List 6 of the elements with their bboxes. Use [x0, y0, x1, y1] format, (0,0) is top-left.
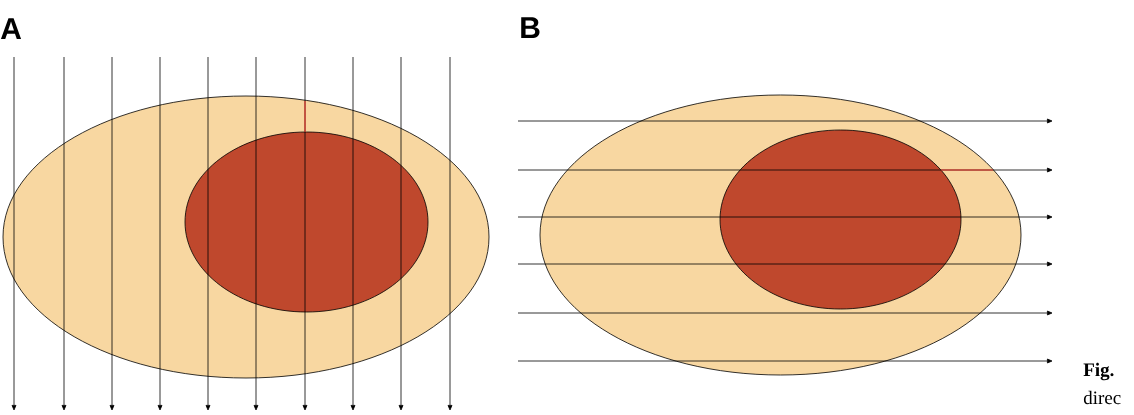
- caption-text: direc: [1083, 390, 1121, 405]
- panel-label: B: [521, 17, 540, 38]
- inner-ellipse: [719, 129, 962, 310]
- panel-label: A: [0, 18, 22, 39]
- caption-text: Fig.: [1083, 362, 1114, 381]
- inner-ellipse: [184, 131, 429, 313]
